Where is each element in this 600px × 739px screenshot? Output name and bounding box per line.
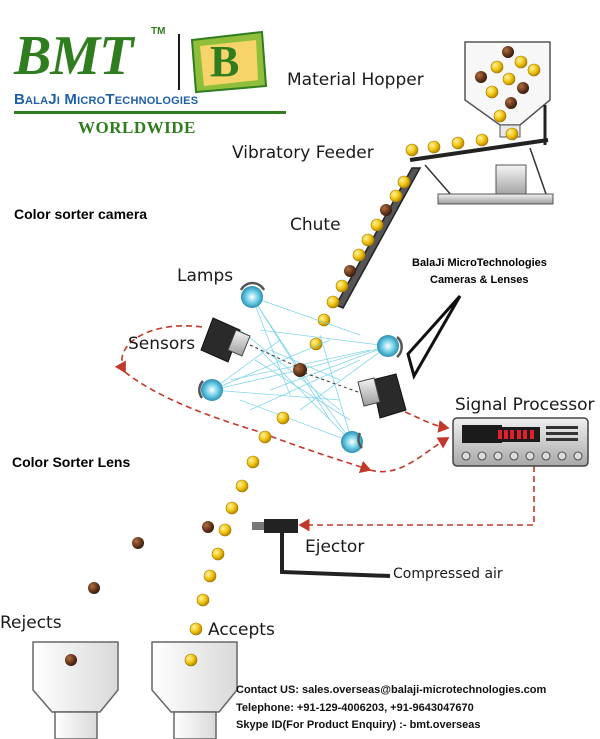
reject-bin	[32, 641, 119, 739]
sensor-lines	[249, 344, 359, 393]
label-accepts: Accepts	[208, 620, 275, 640]
contact-telephone: Telephone: +91-129-4006203, +91-96430476…	[236, 702, 474, 714]
logo-emblem	[190, 30, 268, 94]
flowing-grains	[309, 133, 489, 351]
contact-email: Contact US: sales.overseas@balaji-microt…	[236, 684, 547, 696]
label-chute: Chute	[290, 215, 341, 235]
contact-skype: Skype ID(For Product Enquiry) :- bmt.ove…	[236, 719, 481, 731]
logo-divider	[178, 34, 180, 90]
label-signal-processor: Signal Processor	[455, 395, 595, 415]
logo-company-name: BalaJi MicroTechnologies	[14, 91, 199, 108]
sensor-camera-left	[200, 317, 251, 363]
label-lamps: Lamps	[177, 266, 234, 286]
label-cameras-line2: Cameras & Lenses	[430, 274, 529, 286]
logo-tagline: WORLDWIDE	[78, 118, 196, 137]
accept-bin	[151, 641, 238, 739]
lamp-left	[198, 379, 223, 401]
signal-path	[114, 325, 535, 532]
logo-bmt-text: BMT	[14, 25, 133, 87]
falling-grains	[88, 411, 290, 636]
processor-display	[498, 430, 534, 439]
light-beams	[211, 296, 389, 443]
sensor-camera-right	[357, 373, 407, 419]
signal-processor	[452, 417, 589, 467]
label-vibratory-feeder: Vibratory Feeder	[232, 143, 374, 163]
label-ejector: Ejector	[305, 537, 365, 557]
label-cameras-line1: BalaJi MicroTechnologies	[412, 257, 547, 269]
label-sensors: Sensors	[128, 334, 196, 354]
ejector	[252, 519, 391, 578]
camera-pointer	[406, 294, 462, 380]
lamp-bottom	[341, 431, 363, 453]
hopper-grains	[475, 46, 541, 141]
logo-emblem-letter: B	[210, 37, 240, 86]
lamp-top-left	[239, 281, 266, 308]
label-compressed-air: Compressed air	[393, 566, 503, 582]
chute	[334, 167, 422, 309]
inspected-grain	[293, 363, 307, 377]
vibratory-feeder	[409, 105, 554, 205]
logo-underline	[14, 111, 286, 114]
label-color-sorter-lens: Color Sorter Lens	[12, 454, 131, 470]
logo-trademark: TM	[151, 26, 166, 37]
label-color-sorter-camera: Color sorter camera	[14, 206, 148, 222]
lamp-right	[377, 335, 403, 358]
label-rejects: Rejects	[0, 613, 62, 633]
label-material-hopper: Material Hopper	[287, 70, 424, 90]
